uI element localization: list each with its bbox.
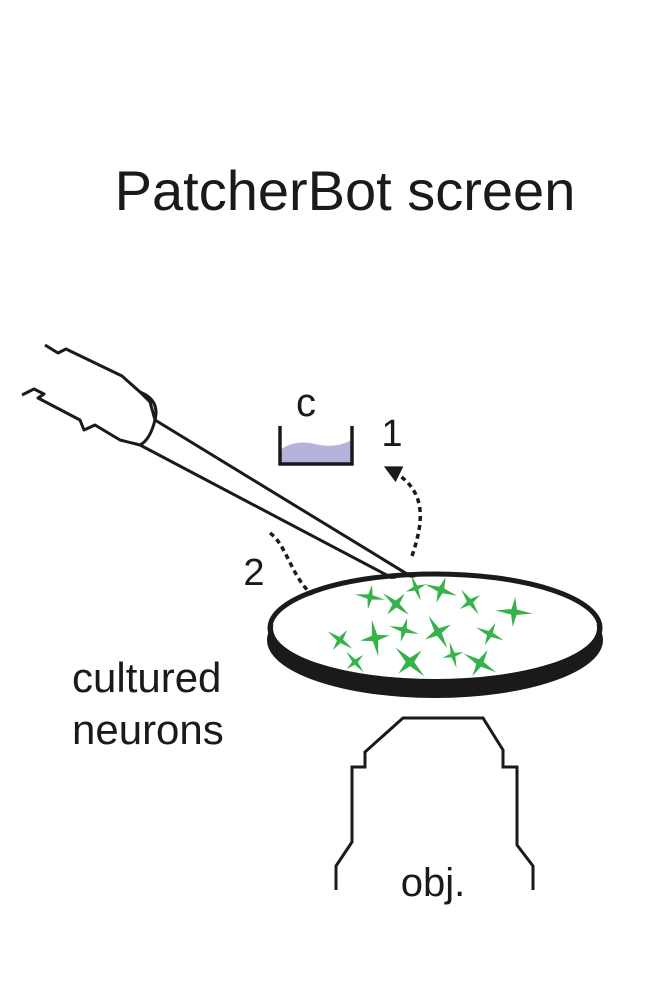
neuron-icon <box>327 630 353 650</box>
neuron-icon <box>425 577 457 603</box>
neuron-icon <box>463 650 497 676</box>
neuron-icon <box>389 618 419 642</box>
neuron-icon <box>383 593 409 615</box>
neuron-icon <box>425 615 451 649</box>
step-1-label: 1 <box>381 413 402 455</box>
dish-label-line1: cultured <box>72 654 221 701</box>
neuron-icon <box>360 619 390 657</box>
objective-lens-icon <box>334 716 535 890</box>
neuron-icon <box>346 651 364 673</box>
neuron-icon <box>495 597 533 627</box>
diagram-title: PatcherBot screen <box>115 159 576 222</box>
cleaning-bath-label: c <box>296 381 316 425</box>
cleaning-bath-icon <box>278 426 354 466</box>
neuron-icon <box>354 584 386 610</box>
neuron-icon <box>476 622 504 646</box>
neuron-icon <box>442 641 464 669</box>
step-2-label: 2 <box>243 552 264 594</box>
neuron-icon <box>460 589 480 615</box>
neuron-icon <box>395 647 425 677</box>
neuron-layer <box>327 577 533 677</box>
dish-label-line2: neurons <box>72 706 224 753</box>
dotted-arrow-icon <box>383 466 423 557</box>
pipette-icon <box>21 343 436 592</box>
objective-label: obj. <box>401 861 466 905</box>
neuron-icon <box>405 577 427 601</box>
